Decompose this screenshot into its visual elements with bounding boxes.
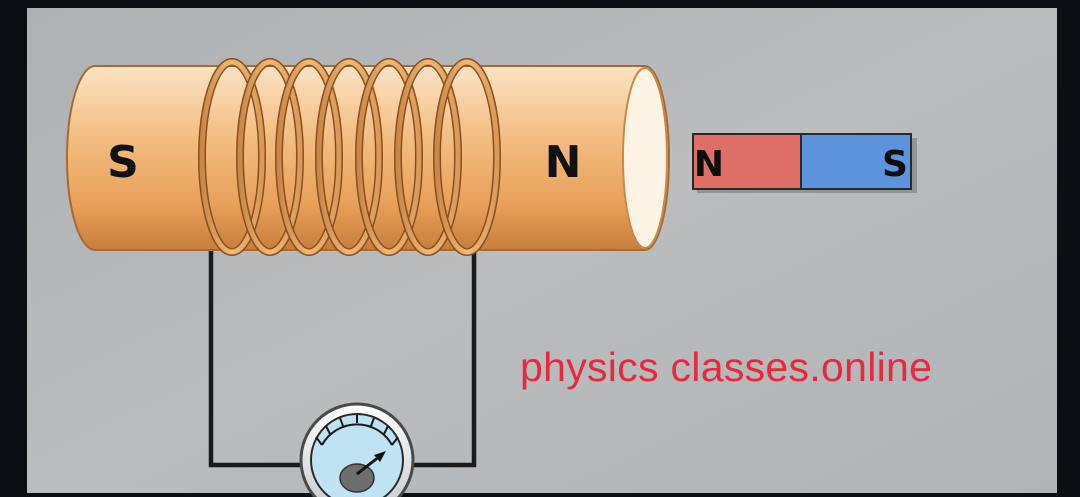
bar-magnet: N S — [692, 133, 917, 193]
bar-magnet-north-label: N — [694, 144, 724, 185]
wire-right — [388, 247, 477, 468]
watermark-text: physics classes.online — [520, 344, 933, 390]
core-pole-south-label: S — [107, 137, 139, 188]
iron-core — [66, 65, 670, 251]
wire-left — [208, 247, 330, 468]
needle-tip — [374, 451, 386, 462]
bar-magnet-south-half — [800, 133, 912, 190]
meter-ticks — [315, 414, 399, 446]
bar-magnet-north-half — [692, 133, 802, 190]
meter-needle — [356, 454, 381, 476]
meter-pivot — [339, 463, 375, 493]
coil — [198, 58, 501, 256]
galvanometer — [299, 402, 415, 497]
core-end-face — [622, 67, 668, 249]
meter-scale — [321, 423, 393, 446]
core-pole-north-label: N — [545, 137, 582, 188]
bar-magnet-south-label: S — [882, 144, 908, 185]
